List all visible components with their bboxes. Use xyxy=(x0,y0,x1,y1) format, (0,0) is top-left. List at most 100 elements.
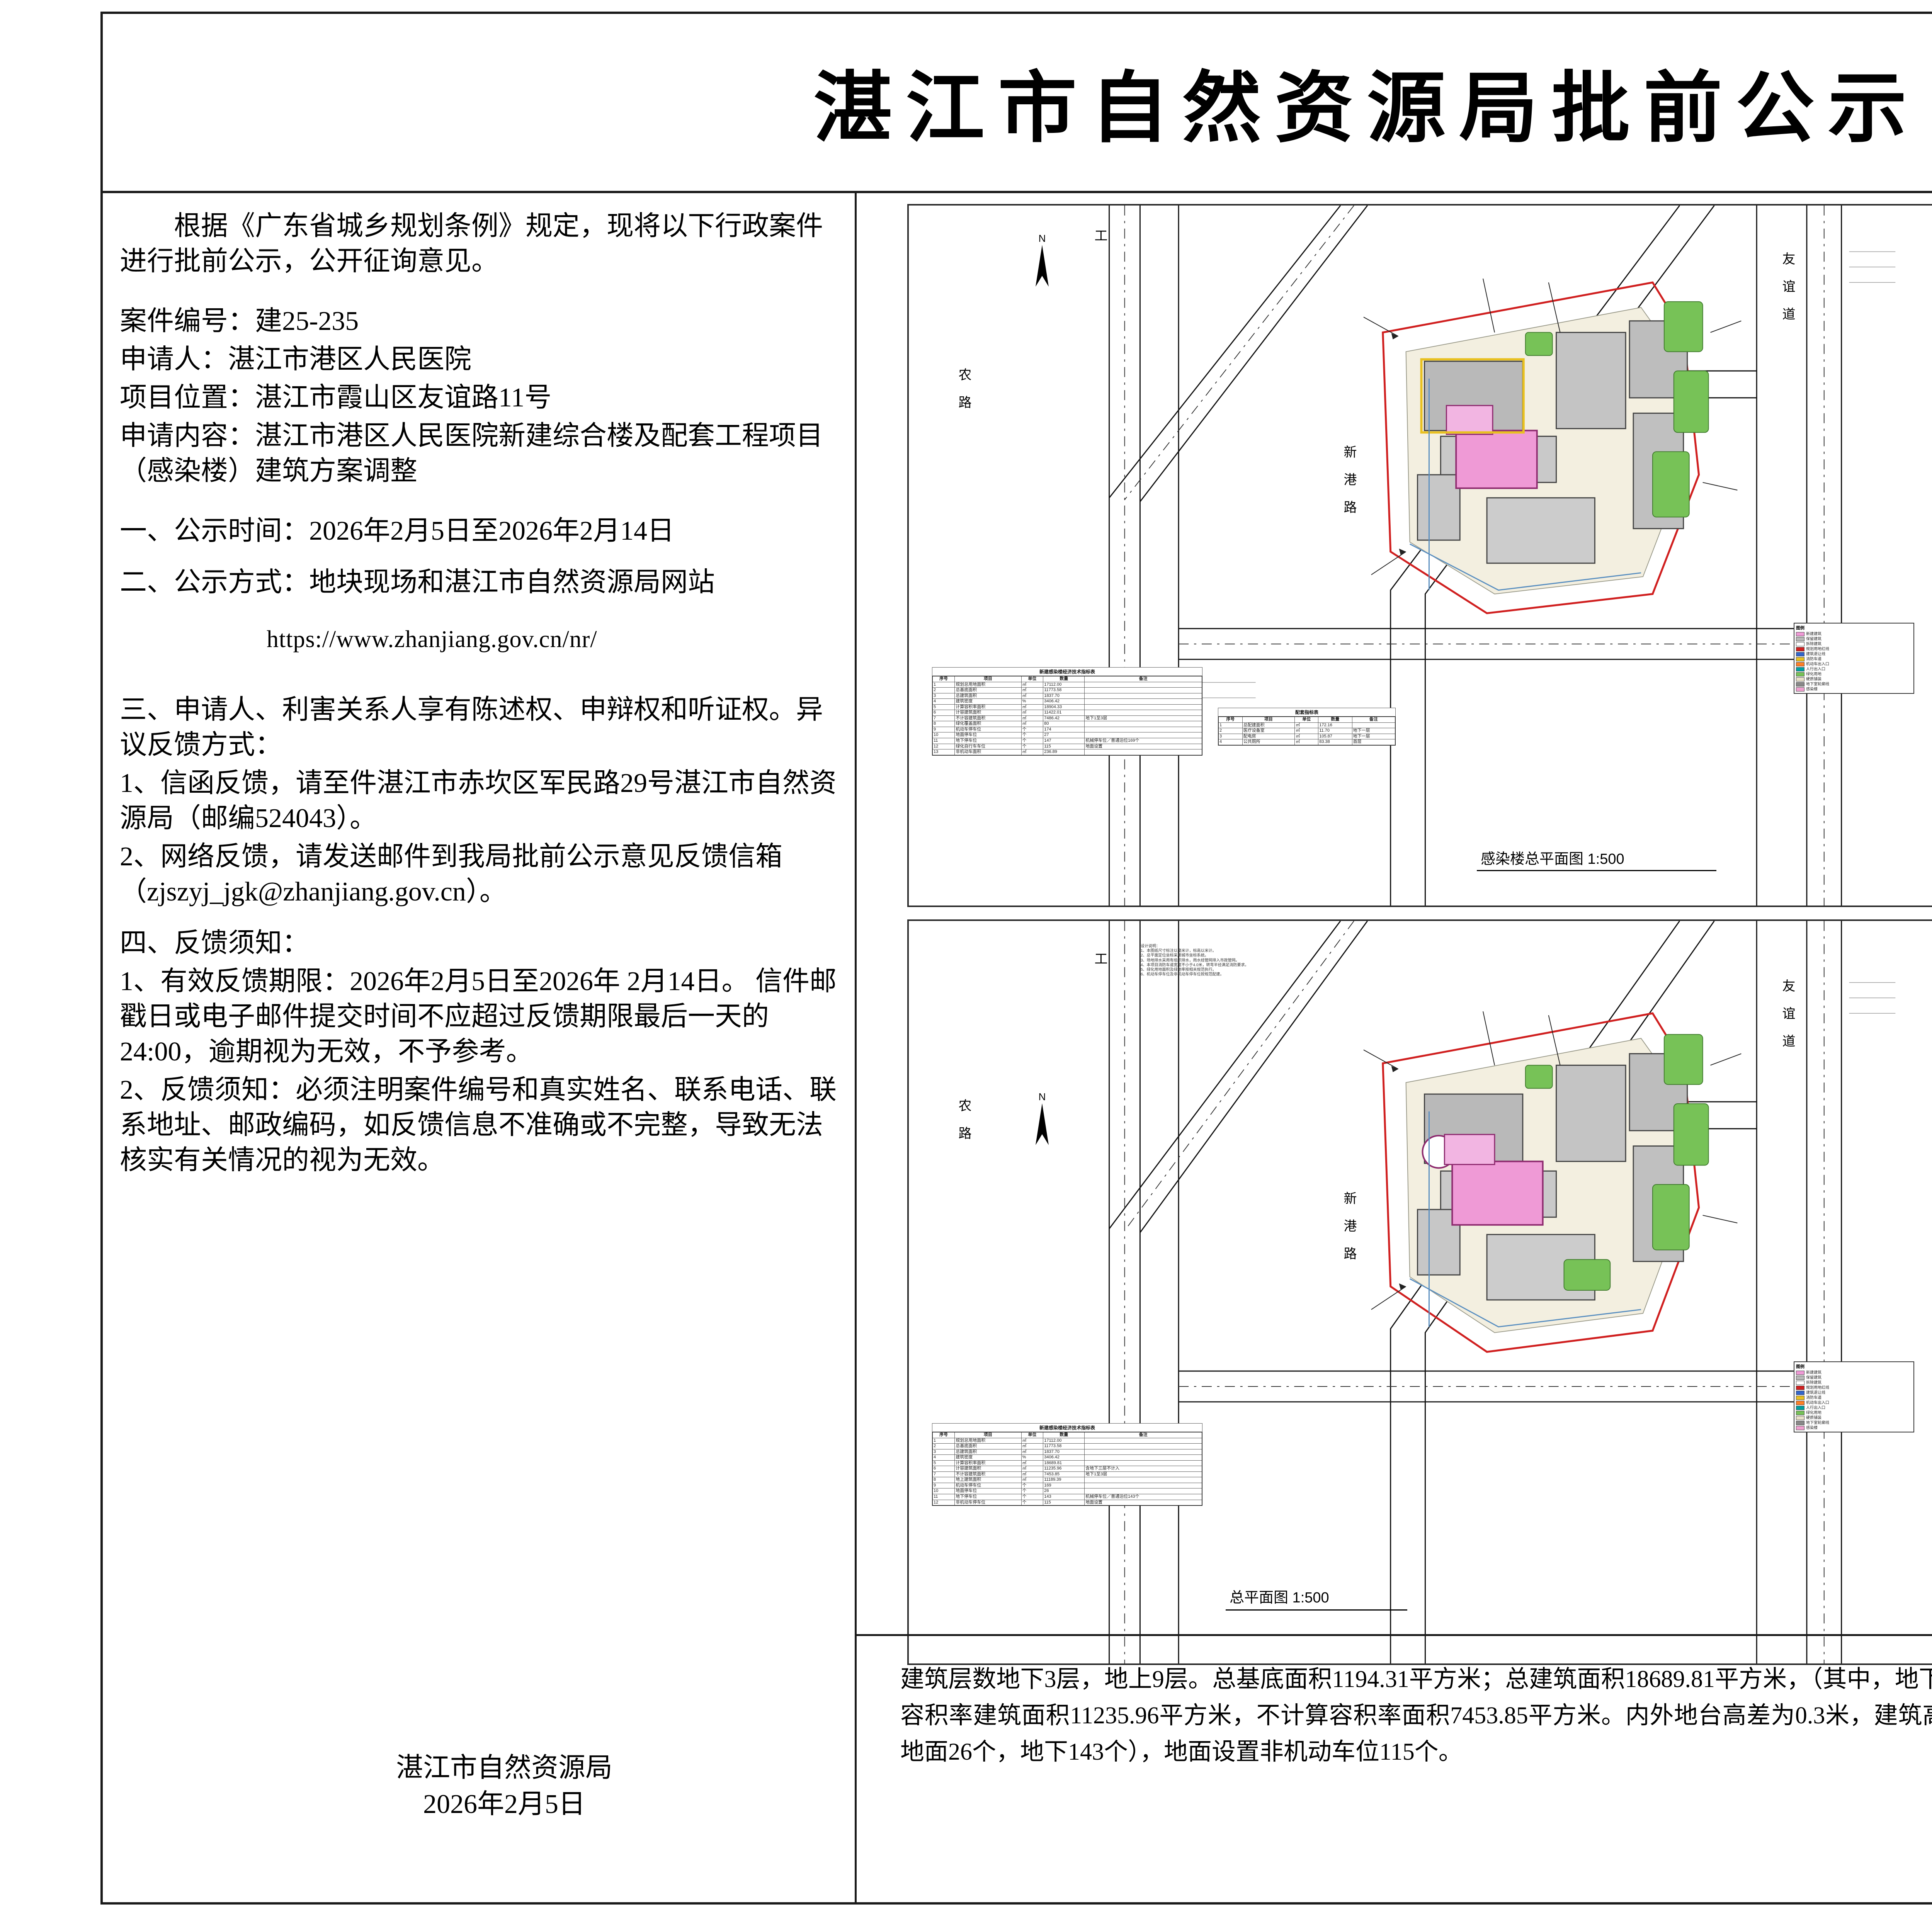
location-line: 项目位置：湛江市霞山区友谊路11号 xyxy=(120,380,842,415)
case-number-value: 建25-235 xyxy=(255,306,359,336)
table-cell: 地上建筑面积 xyxy=(954,1477,1022,1483)
table-cell: 236.89 xyxy=(1043,749,1085,756)
legend-swatch xyxy=(1796,1396,1804,1400)
legend-swatch xyxy=(1796,682,1804,686)
table-cell: 11189.39 xyxy=(1043,1477,1085,1483)
table-cell: 115 xyxy=(1043,1499,1085,1506)
table-cell: 计算容积率面积 xyxy=(954,704,1022,710)
economic-index-title-after: 新建感染楼经济技术指标表 xyxy=(932,1423,1202,1432)
new-infection-building-after xyxy=(1451,1160,1544,1226)
table-cell: 个 xyxy=(1021,1482,1044,1489)
legend-item: 消防车道 xyxy=(1796,1395,1912,1400)
legend-item: 新建建筑 xyxy=(1796,1370,1912,1375)
table-cell xyxy=(1084,710,1202,716)
table-cell: 18689.81 xyxy=(1043,1460,1085,1466)
legend-items-before: 新建建筑保留建筑拆除建筑规划用地红线建筑退让线消防车道机动车出入口人行出入口绿化… xyxy=(1796,632,1912,692)
road-label-xingang-after: 新 港 路 xyxy=(1342,1191,1356,1265)
table-cell: 115 xyxy=(1043,743,1085,750)
legend-title-before: 图例 xyxy=(1796,626,1804,630)
table-cell: 7 xyxy=(932,1471,955,1478)
table-cell: 机动车停车位 xyxy=(954,1482,1022,1489)
table-cell: 地下1至3层 xyxy=(1084,1471,1202,1478)
legend-item: 绿化用地 xyxy=(1796,672,1912,677)
table-cell: 10 xyxy=(932,1488,955,1495)
table-cell xyxy=(1084,1488,1202,1495)
legend-swatch xyxy=(1796,1421,1804,1425)
legend-swatch xyxy=(1796,677,1804,681)
table-cell: 个 xyxy=(1021,732,1044,739)
table-cell: 6 xyxy=(932,710,955,716)
table-cell: 172.16 xyxy=(1318,722,1352,729)
table-cell: 建筑密度 xyxy=(954,698,1022,705)
site-plan-after[interactable]: N 农 路 新 港 路 友 谊 道 工 设计说明： 1、本图纸尺寸标注以毫米计，… xyxy=(907,919,1932,1665)
col-no: 序号 xyxy=(932,676,955,682)
table-cell: 机械停车位／普通泊位143个 xyxy=(1084,1494,1202,1500)
table-cell: 计容建筑面积 xyxy=(954,710,1022,716)
content-line: 申请内容：湛江市港区人民医院新建综合楼及配套工程项目（感染楼）建筑方案调整 xyxy=(120,418,842,489)
table-cell xyxy=(1084,726,1202,733)
road-label-gong-before: 工 xyxy=(1092,229,1107,247)
legend-swatch xyxy=(1796,1371,1804,1375)
legend-label: 硬质铺装 xyxy=(1806,1416,1821,1420)
legend-item: 拆除建筑 xyxy=(1796,642,1912,647)
notice-item-3: 三、申请人、利害关系人享有陈述权、申辩权和听证权。异议反馈方式： xyxy=(120,695,823,760)
content-label: 申请内容： xyxy=(120,421,255,451)
table-cell: 总配建面积 xyxy=(1242,722,1295,729)
legend-label: 消防车道 xyxy=(1806,657,1821,661)
legend-label: 规划用地红线 xyxy=(1806,1386,1829,1390)
road-label-gong-after: 工 xyxy=(1092,952,1107,970)
table-cell: 1837.70 xyxy=(1043,693,1085,699)
title-band: 湛江市自然资源局批前公示 xyxy=(100,12,1932,193)
table-cell: 总建筑面积 xyxy=(954,1449,1022,1455)
table-cell: 地下停车位 xyxy=(954,1494,1022,1500)
table-cell: 地下1至3层 xyxy=(1084,715,1202,722)
legend-swatch xyxy=(1796,632,1804,636)
table-cell: 7486.42 xyxy=(1043,715,1085,722)
case-number-label: 案件编号： xyxy=(120,306,255,336)
summary-divider xyxy=(856,1634,1932,1636)
notice-website-url[interactable]: https://www.zhanjiang.gov.cn/nr/ xyxy=(267,626,597,652)
legend-label: 机动车出入口 xyxy=(1806,662,1829,666)
table-cell: 地下一层 xyxy=(1352,728,1396,734)
legend-item: 地下室轮廓线 xyxy=(1796,682,1912,687)
table-cell: ㎡ xyxy=(1021,687,1044,693)
cad-canvas-before xyxy=(909,206,1932,906)
table-cell xyxy=(1084,681,1202,688)
table-cell: 143 xyxy=(1043,1494,1085,1500)
table-cell: ㎡ xyxy=(1294,722,1319,729)
table-cell: 非机动车面积 xyxy=(954,749,1022,756)
notice-text-column: 根据《广东省城乡规划条例》规定，现将以下行政案件进行批前公示，公开征询意见。 案… xyxy=(116,209,846,1870)
scale-underline-before xyxy=(1477,870,1716,871)
table-cell: 8 xyxy=(932,1477,955,1483)
legend-item: 规划用地红线 xyxy=(1796,1385,1912,1390)
location-label: 项目位置： xyxy=(120,383,255,413)
table-cell: 地面停车位 xyxy=(954,1488,1022,1495)
legend-swatch xyxy=(1796,652,1804,656)
table-cell: 2 xyxy=(1218,728,1243,734)
legend-label: 绿化用地 xyxy=(1806,1411,1821,1415)
north-arrow-before: N xyxy=(1025,233,1060,294)
notice-item-4: 四、反馈须知： xyxy=(120,928,309,958)
site-plan-before[interactable]: N 农 路 新 港 路 友 谊 道 工 新建感染楼经济技术指标表 序号 项目 单… xyxy=(907,204,1932,907)
legend-swatch xyxy=(1796,642,1804,646)
col-unit: 单位 xyxy=(1021,676,1044,682)
table-cell: ㎡ xyxy=(1021,749,1044,756)
table-cell xyxy=(1084,693,1202,699)
road-label-nong-before: 农 路 xyxy=(956,368,971,414)
table-cell: 个 xyxy=(1021,1494,1044,1500)
